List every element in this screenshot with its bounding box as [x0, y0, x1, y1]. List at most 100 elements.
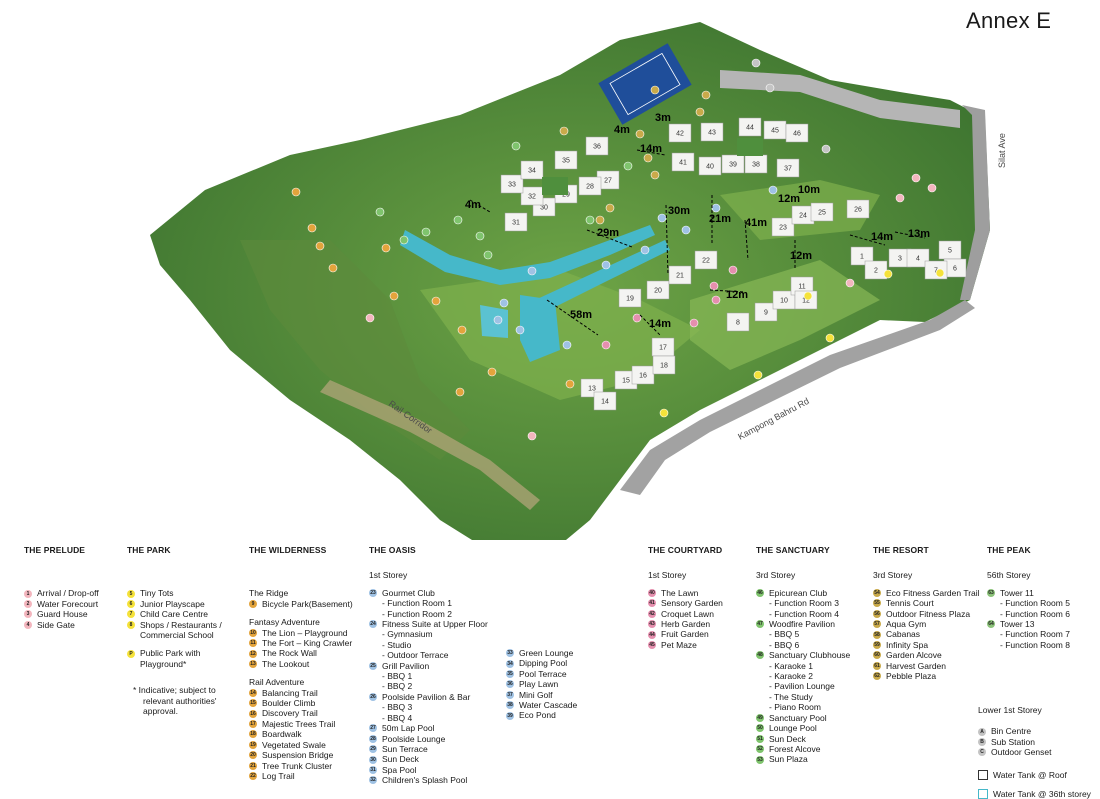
- legend-text: Eco Fitness Garden Trail: [886, 587, 980, 598]
- tower-block: 31: [504, 212, 528, 232]
- facility-marker-wilderness: [431, 296, 441, 306]
- tower-number: 15: [622, 378, 630, 385]
- legend-number-badge: 24: [369, 620, 377, 629]
- legend-text: Balancing Trail: [262, 687, 318, 698]
- tower-block: 42: [668, 123, 692, 143]
- legend-text: Gourmet Club: [382, 587, 435, 598]
- legend-text: Grill Pavilion: [382, 660, 430, 671]
- tower-number: 8: [736, 320, 740, 327]
- tower-footprint: [631, 365, 655, 385]
- tower-number: 32: [528, 194, 536, 201]
- facility-marker-prelude: [527, 431, 537, 441]
- legend-text: Side Gate: [37, 619, 75, 630]
- facility-marker-wilderness: [455, 387, 465, 397]
- legend-number-badge: 40: [648, 589, 656, 598]
- tower-block: 10: [772, 290, 796, 310]
- tower-number: 24: [799, 213, 807, 220]
- tower-number: 46: [793, 131, 801, 138]
- legend-number-badge: 49: [756, 713, 764, 722]
- legend-text: The Fort – King Crawler: [262, 638, 353, 649]
- legend-item-tank-roof: Water Tank @ Roof: [978, 770, 1091, 780]
- facility-marker-oasis: [493, 315, 503, 325]
- legend-item: 64 Tower 13: [987, 619, 1070, 629]
- legend-item: - Function Room 4: [756, 609, 850, 619]
- legend-number-badge: A: [978, 727, 986, 736]
- distance-label: 3m: [655, 112, 671, 124]
- legend-heading: THE OASIS: [369, 545, 416, 555]
- tower-number: 23: [779, 225, 787, 232]
- legend-item: - BBQ 1: [369, 671, 488, 681]
- legend-number-badge: 16: [249, 709, 257, 718]
- legend-number-badge: 32: [369, 776, 377, 785]
- facility-marker-sanctuary: [511, 141, 521, 151]
- facility-marker-resort: [605, 203, 615, 213]
- legend-text: Sanctuary Clubhouse: [769, 650, 851, 661]
- legend-number-badge: 34: [506, 659, 514, 668]
- legend-text: Eco Pond: [519, 710, 556, 721]
- tower-number: 38: [752, 162, 760, 169]
- legend-heading: THE COURTYARD: [648, 545, 723, 555]
- legend-text: Pebble Plaza: [886, 671, 937, 682]
- facility-marker-park: [883, 269, 893, 279]
- legend-number-badge: 64: [987, 620, 995, 629]
- legend-text: - Outdoor Terrace: [382, 650, 449, 661]
- tower-block: 34: [520, 160, 544, 180]
- tower-number: 16: [639, 373, 647, 380]
- legend-number-badge: 5: [127, 589, 135, 598]
- legend-text: Tower 13: [1000, 619, 1035, 630]
- tower-number: 22: [702, 258, 710, 265]
- facility-marker-oasis: [562, 340, 572, 350]
- facility-marker-sanctuary: [623, 161, 633, 171]
- trail-area: [240, 240, 470, 460]
- legend-number-badge: 48: [756, 651, 764, 660]
- facility-marker-park: [803, 291, 813, 301]
- road-kampong-bahru: [620, 300, 975, 495]
- tower-block: 1: [850, 246, 874, 266]
- tower-number: 45: [771, 128, 779, 135]
- legend-storey: 56th Storey: [987, 570, 1031, 581]
- facility-marker-resort: [559, 126, 569, 136]
- tower-number: 41: [679, 160, 687, 167]
- tower-block: 7: [924, 260, 948, 280]
- tower-footprint: [668, 265, 692, 285]
- legend-text: Harvest Garden: [886, 660, 946, 671]
- legend-text: Mini Golf: [519, 689, 553, 700]
- annex-title: Annex E: [966, 8, 1052, 33]
- legend-text: - Function Room 6: [1000, 608, 1070, 619]
- legend-text: Sub Station: [991, 736, 1035, 747]
- pool-lap: [535, 240, 670, 312]
- legend-number-badge: 52: [756, 745, 764, 754]
- legend-number-badge: 54: [873, 589, 881, 598]
- facility-marker-sanctuary: [399, 235, 409, 245]
- facility-marker-sanctuary: [475, 231, 485, 241]
- tower-footprint: [520, 186, 544, 206]
- tower-block: 39: [721, 154, 745, 174]
- legend-text: Playground*: [140, 658, 187, 669]
- road-silat-ave: [960, 105, 990, 300]
- facility-marker-courtyard: [632, 313, 642, 323]
- tower-number: 26: [854, 207, 862, 214]
- legend-item: - Karaoke 2: [756, 671, 850, 681]
- legend-heading: THE WILDERNESS: [249, 545, 327, 555]
- legend-text: Croquet Lawn: [661, 608, 714, 619]
- tower-number: 37: [784, 166, 792, 173]
- legend-number-badge: 56: [873, 609, 881, 618]
- tower-block: 14: [593, 391, 617, 411]
- facility-marker-courtyard: [601, 340, 611, 350]
